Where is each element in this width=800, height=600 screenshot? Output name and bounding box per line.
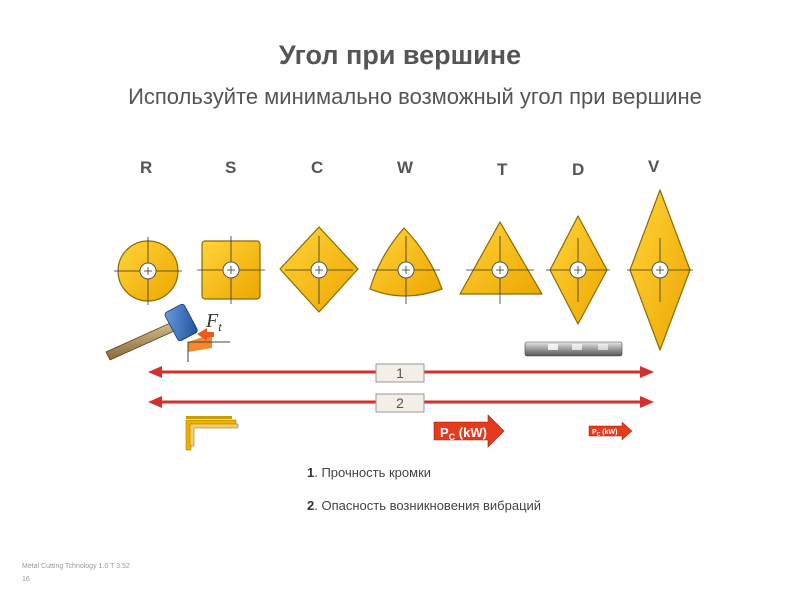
legend-text: . Прочность кромки [314, 465, 432, 480]
chip-stack-icon [185, 416, 239, 451]
shape-letter-d: D [572, 160, 585, 179]
arrow-label-box-2 [375, 393, 425, 413]
round-insert-icon [114, 237, 182, 305]
rhombic-35-insert-icon [627, 189, 693, 351]
arrow-label-box-1 [375, 363, 425, 383]
shape-letter-r: R [140, 158, 153, 177]
square-insert-icon [197, 236, 265, 304]
legend-item-edge-strength: 1. Прочность кромки [307, 465, 431, 480]
workpiece-edge-icon [187, 334, 230, 362]
rhombic-80-insert-icon [279, 226, 359, 313]
legend-text: . Опасность возникновения вибраций [314, 498, 542, 513]
shape-letter-s: S [225, 158, 237, 177]
rhombic-55-insert-icon [546, 215, 610, 325]
shape-letter-w: W [397, 158, 414, 177]
legend-number: 1 [307, 465, 315, 480]
legend-item-vibration-risk: 2. Опасность возникновения вибраций [307, 498, 541, 513]
force-arrow-icon [197, 328, 214, 341]
arrow-label-2: 2 [396, 395, 404, 411]
triangle-insert-icon [459, 221, 543, 304]
force-label: Ft [205, 310, 222, 334]
footer-page-number: 16 [22, 576, 30, 583]
power-arrow-small-icon [588, 421, 633, 441]
page-subtitle: Используйте минимально возможный угол пр… [128, 84, 702, 109]
power-label-small: PC (kW) [592, 429, 617, 438]
legend-number: 2 [307, 498, 315, 513]
shape-letter-c: C [311, 158, 324, 177]
power-arrow-large-icon [433, 414, 505, 448]
arrow-label-1: 1 [396, 365, 404, 381]
shape-letter-t: T [497, 160, 508, 179]
page-title: Угол при вершине [278, 40, 522, 70]
boring-bar-icon [524, 341, 623, 357]
power-label-large: PC (kW) [440, 425, 487, 442]
shape-letter-v: V [648, 157, 660, 176]
footer-source: Metal Cutting Tchnology 1.0 T 3.52 [22, 563, 130, 570]
trigon-insert-icon [369, 227, 443, 304]
hammer-icon [105, 303, 198, 361]
